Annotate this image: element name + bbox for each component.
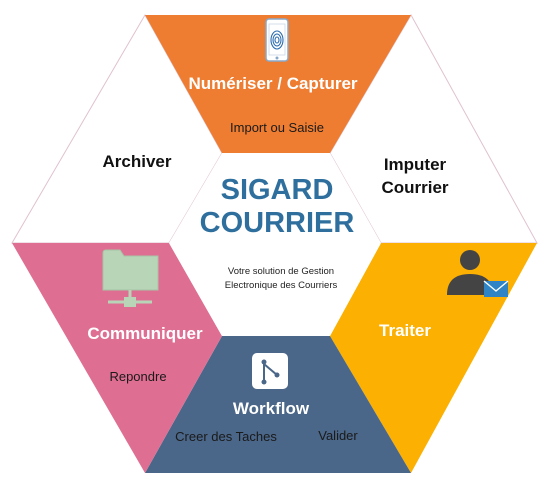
imputer-title-line1: Imputer	[383, 155, 447, 174]
center-tagline-line1: Votre solution de Gestion	[227, 266, 335, 277]
communiquer-title: Communiquer	[87, 324, 203, 343]
fingerprint-phone-icon	[265, 18, 289, 62]
network-folder-icon	[102, 249, 159, 307]
center-title: SIGARD COURRIER	[200, 174, 355, 240]
center-tagline-line2: Electronique des Courriers	[224, 280, 338, 291]
imputer-title-line2: Courrier	[381, 178, 449, 197]
imputer-title: Imputer Courrier	[381, 153, 448, 199]
segment-communiquer	[12, 243, 222, 473]
workflow-item-creer-taches: Creer des Taches	[175, 429, 277, 444]
capture-title: Numériser / Capturer	[188, 74, 358, 93]
segment-workflow	[145, 336, 411, 473]
center-title-line1: SIGARD	[220, 174, 334, 206]
traiter-title: Traiter	[379, 321, 431, 340]
segment-capture	[145, 15, 411, 153]
workflow-item-valider: Valider	[318, 428, 358, 443]
center-title-line2: COURRIER	[199, 207, 355, 239]
user-mail-icon	[447, 250, 509, 297]
git-branch-icon	[252, 353, 288, 389]
center-hexagon	[169, 153, 381, 336]
capture-subtitle: Import ou Saisie	[230, 120, 324, 135]
segment-traiter	[330, 243, 537, 473]
communiquer-subtitle: Repondre	[109, 369, 167, 384]
center-tagline: Votre solution de Gestion Electronique d…	[225, 265, 337, 293]
workflow-title: Workflow	[232, 399, 310, 418]
archiver-title: Archiver	[102, 152, 172, 171]
